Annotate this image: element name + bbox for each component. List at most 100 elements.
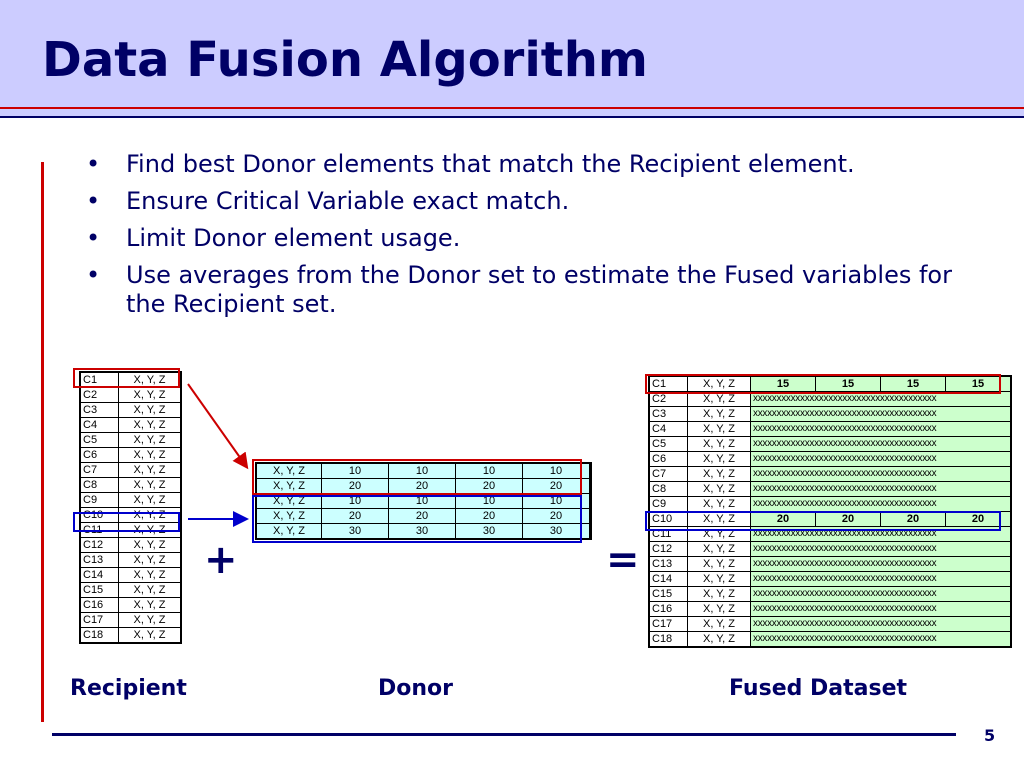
donor-highlight-blue [252,495,582,543]
bullet-glyph: • [86,150,101,178]
recipient-highlight-red [73,368,180,388]
fused-highlight-blue [645,511,1001,531]
fused-placeholder-cell: xxxxxxxxxxxxxxxxxxxxxxxxxxxxxxxxxxxxxxx [750,616,1012,632]
header-divider-red [0,107,1024,109]
donor-value-cell: 20 [455,508,523,524]
critical-variable-cell: X, Y, Z [687,421,751,437]
critical-variable-cell: X, Y, Z [118,371,182,388]
bullet-item: •Ensure Critical Variable exact match. [86,187,966,216]
critical-variable-cell: X, Y, Z [118,597,182,613]
critical-variable-cell: X, Y, Z [118,567,182,583]
critical-variable-cell: X, Y, Z [118,417,182,433]
donor-value-cell: 20 [388,508,456,524]
critical-variable-cell: X, Y, Z [687,481,751,497]
critical-variable-cell: X, Y, Z [118,537,182,553]
left-accent-rule [41,162,44,722]
header-bar [0,0,1024,118]
fused-placeholder-cell: xxxxxxxxxxxxxxxxxxxxxxxxxxxxxxxxxxxxxxx [750,496,1012,512]
plus-operator: + [204,537,238,583]
critical-variable-cell: X, Y, Z [255,508,322,524]
donor-value-cell: 10 [321,462,389,479]
critical-variable-cell: X, Y, Z [118,552,182,568]
row-label-cell: C2 [648,391,688,407]
donor-caption: Donor [378,676,454,701]
row-label-cell: C8 [79,477,119,493]
critical-variable-cell: X, Y, Z [118,447,182,463]
donor-value-cell: 20 [522,478,591,494]
critical-variable-cell: X, Y, Z [118,387,182,403]
row-label-cell: C3 [79,402,119,418]
critical-variable-cell: X, Y, Z [118,462,182,478]
bullet-item: •Limit Donor element usage. [86,224,966,253]
critical-variable-cell: X, Y, Z [118,432,182,448]
row-label-cell: C9 [79,492,119,508]
row-label-cell: C16 [79,597,119,613]
critical-variable-cell: X, Y, Z [687,406,751,422]
fused-placeholder-cell: xxxxxxxxxxxxxxxxxxxxxxxxxxxxxxxxxxxxxxx [750,601,1012,617]
donor-value-cell: 20 [321,478,389,494]
row-label-cell: C7 [79,462,119,478]
row-label-cell: C4 [79,417,119,433]
row-label-cell: C14 [79,567,119,583]
critical-variable-cell: X, Y, Z [118,477,182,493]
critical-variable-cell: X, Y, Z [687,436,751,452]
row-label-cell: C2 [79,387,119,403]
critical-variable-cell: X, Y, Z [118,402,182,418]
bullet-glyph: • [86,261,101,289]
fused-value-cell: 20 [750,511,816,527]
header-divider-blue [0,116,1024,118]
row-label-cell: C1 [79,371,119,388]
critical-variable-cell: X, Y, Z [255,462,322,479]
bullet-text: Find best Donor elements that match the … [126,150,855,178]
row-label-cell: C5 [648,436,688,452]
fused-placeholder-cell: xxxxxxxxxxxxxxxxxxxxxxxxxxxxxxxxxxxxxxx [750,466,1012,482]
row-label-cell: C5 [79,432,119,448]
donor-value-cell: 30 [455,523,523,540]
donor-value-cell: 20 [321,508,389,524]
donor-highlight-red [252,459,582,495]
bullet-text: Use averages from the Donor set to estim… [126,261,952,318]
fused-placeholder-cell: xxxxxxxxxxxxxxxxxxxxxxxxxxxxxxxxxxxxxxx [750,421,1012,437]
fused-value-cell: 20 [815,511,881,527]
fused-placeholder-cell: xxxxxxxxxxxxxxxxxxxxxxxxxxxxxxxxxxxxxxx [750,451,1012,467]
fused-placeholder-cell: xxxxxxxxxxxxxxxxxxxxxxxxxxxxxxxxxxxxxxx [750,631,1012,648]
footer-rule [52,733,956,736]
fused-value-cell: 15 [945,375,1012,392]
donor-value-cell: 30 [522,523,591,540]
row-label-cell: C17 [79,612,119,628]
critical-variable-cell: X, Y, Z [687,631,751,648]
fused-placeholder-cell: xxxxxxxxxxxxxxxxxxxxxxxxxxxxxxxxxxxxxxx [750,541,1012,557]
critical-variable-cell: X, Y, Z [687,616,751,632]
bullet-item: • Find best Donor elements that match the… [86,150,966,179]
row-label-cell: C6 [79,447,119,463]
